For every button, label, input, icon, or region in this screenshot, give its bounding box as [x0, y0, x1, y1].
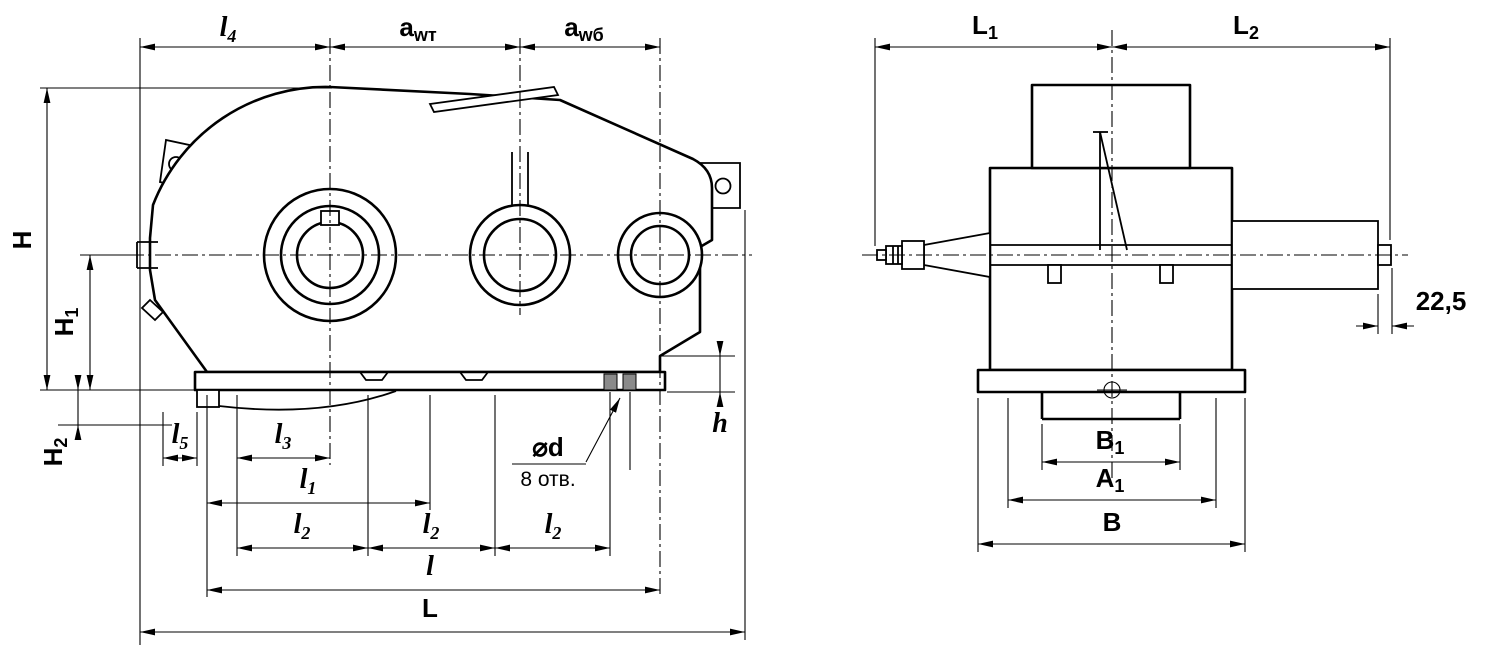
hole-callout: ⌀d 8 отв. [512, 397, 621, 491]
dim-label-l3: l3 [275, 419, 292, 453]
hole-count-label: 8 отв. [520, 468, 575, 491]
dim-l3: l3 [237, 419, 330, 462]
dim-label-L2: L2 [1233, 10, 1259, 43]
dim-label-H1: H1 [49, 308, 82, 337]
rib-detail [1093, 131, 1128, 251]
end-view-centerlines [862, 30, 1408, 478]
dim-label-l: l [426, 551, 434, 582]
dim-L: L [140, 593, 745, 636]
dim-l2b: l2 [368, 509, 495, 552]
dim-label-l2c: l2 [545, 509, 562, 543]
dim-l2c: l2 [495, 509, 610, 552]
side-view: l4 awт awб H H1 H2 l5 [7, 12, 752, 645]
dim-L2: L2 [1112, 10, 1390, 51]
dim-label-B: B [1103, 507, 1122, 537]
dim-l1: l1 [207, 464, 430, 507]
dim-l4: l4 [140, 12, 330, 51]
dim-label-B1: B1 [1096, 425, 1125, 458]
dim-label-H: H [7, 231, 37, 250]
dim-offset-22-5: 22,5 [1356, 286, 1467, 330]
dim-B: B [978, 507, 1245, 548]
dim-label-L1: L1 [972, 10, 998, 43]
side-view-centerlines [128, 38, 752, 596]
dim-label-22-5: 22,5 [1416, 286, 1467, 316]
dim-label-l5: l5 [172, 419, 189, 453]
end-shaft-lines [990, 244, 1232, 284]
dim-H: H [7, 88, 51, 390]
leader-line [585, 397, 621, 463]
dim-l2a: l2 [237, 509, 368, 552]
end-view: L1 L2 22,5 B1 A1 B [862, 10, 1466, 552]
dim-label-l2b: l2 [423, 509, 440, 543]
side-view-extension-lines [40, 38, 746, 645]
dim-label-h: h [712, 408, 728, 439]
end-housing-cover [1030, 83, 1192, 170]
dim-label-awt: awт [399, 12, 436, 45]
foundation-bolt-hole [603, 373, 618, 391]
dim-label-A1: A1 [1096, 463, 1125, 496]
dim-awt: awт [330, 12, 520, 51]
dim-H1: H1 [49, 255, 94, 390]
inspection-hatch [428, 86, 560, 113]
end-housing-body [988, 166, 1234, 372]
dim-h: h [712, 341, 728, 439]
dim-B1: B1 [1042, 425, 1180, 466]
dim-awb: awб [520, 12, 660, 51]
dim-label-l1: l1 [300, 464, 317, 498]
dim-label-l2a: l2 [294, 509, 311, 543]
dim-label-l4: l4 [220, 12, 237, 46]
drain-plug [140, 298, 165, 322]
dim-label-awb: awб [564, 12, 604, 45]
dim-l5: l5 [163, 419, 197, 462]
dim-A1: A1 [1008, 463, 1216, 504]
base-foot [196, 389, 220, 408]
dim-L1: L1 [875, 10, 1112, 51]
dim-label-L: L [422, 593, 438, 623]
dim-H2: H2 [38, 375, 82, 467]
dim-l: l [207, 551, 660, 594]
dim-label-H2: H2 [38, 438, 71, 467]
foundation-bolt-hole [622, 373, 637, 391]
end-base-feet [1040, 392, 1182, 421]
hole-diameter-label: ⌀d [532, 432, 564, 462]
base-plate [193, 370, 667, 411]
